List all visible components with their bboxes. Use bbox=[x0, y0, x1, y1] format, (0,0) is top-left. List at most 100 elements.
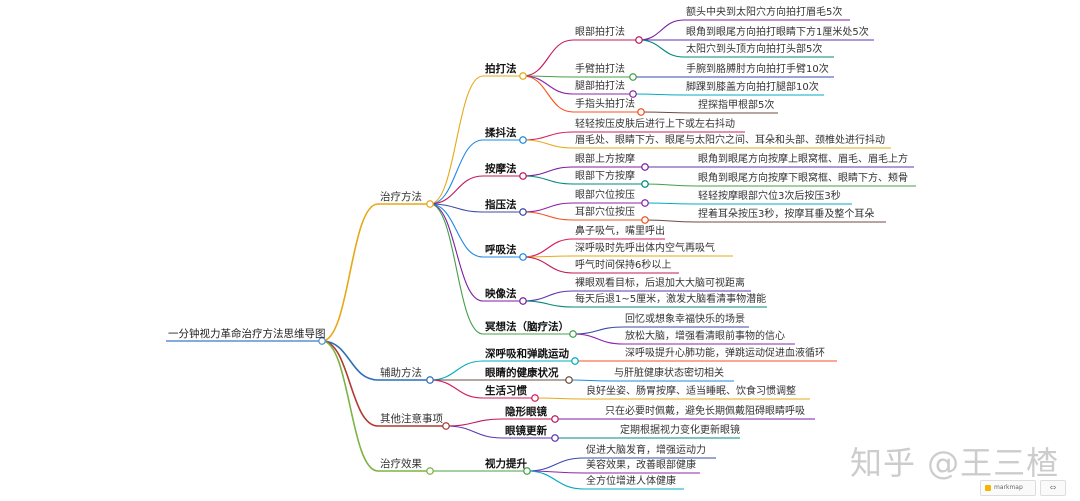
node-label: 只在必要时佩戴，避免长期佩戴阻碍眼睛呼吸 bbox=[605, 406, 805, 417]
node-toggle-circle[interactable] bbox=[519, 208, 527, 216]
branch-link bbox=[429, 379, 484, 399]
branch-link bbox=[534, 397, 585, 400]
node-toggle-circle[interactable] bbox=[442, 422, 450, 430]
node-label: 手臂拍打法 bbox=[575, 64, 625, 75]
branch-link bbox=[522, 75, 574, 113]
node-label: 耳部穴位按压 bbox=[575, 207, 635, 218]
node-label: 眼睛的健康状况 bbox=[485, 367, 559, 379]
branch-link bbox=[644, 183, 697, 187]
node-toggle-circle[interactable] bbox=[635, 36, 643, 44]
node-label: 太阳穴到头顶方向拍打头部5次 bbox=[686, 44, 823, 55]
node-label: 轻轻按压皮肤后进行上下或左右抖动 bbox=[575, 119, 735, 130]
branch-link bbox=[522, 300, 574, 308]
node-label: 眼镜更新 bbox=[505, 425, 547, 437]
branch-link bbox=[445, 425, 504, 439]
branch-link bbox=[429, 203, 484, 335]
node-label: 放松大脑，增强看清眼前事物的信心 bbox=[625, 331, 785, 342]
branch-link bbox=[321, 203, 379, 342]
branch-link bbox=[522, 131, 574, 141]
node-label: 呼吸法 bbox=[485, 244, 517, 256]
branch-link bbox=[522, 175, 574, 185]
node-toggle-circle[interactable] bbox=[426, 200, 434, 208]
node-label: 其他注意事项 bbox=[380, 413, 443, 425]
branch-link bbox=[429, 75, 484, 205]
node-label: 手指头拍打法 bbox=[575, 99, 635, 110]
node-label: 轻轻按摩眼部穴位3次后按压3秒 bbox=[698, 191, 841, 202]
node-label: 美容效果，改善眼部健康 bbox=[586, 460, 696, 471]
node-toggle-circle[interactable] bbox=[641, 216, 649, 224]
watermark: 知乎 @王三楂 bbox=[850, 444, 1060, 482]
node-label: 指压法 bbox=[485, 199, 517, 211]
node-toggle-circle[interactable] bbox=[551, 434, 559, 442]
node-label: 眼角到眼尾方向按摩下眼窝框、眼睛下方、颊骨 bbox=[698, 173, 908, 184]
node-toggle-circle[interactable] bbox=[426, 467, 434, 475]
branch-link bbox=[522, 75, 574, 95]
branch-link bbox=[522, 139, 574, 149]
branch-link bbox=[522, 238, 574, 258]
node-label: 按摩法 bbox=[485, 163, 517, 175]
node-toggle-circle[interactable] bbox=[551, 415, 559, 423]
node-label: 揉抖法 bbox=[485, 127, 517, 139]
node-label: 眼部下方按摩 bbox=[575, 171, 635, 182]
node-label: 眼部穴位按压 bbox=[575, 190, 635, 201]
node-label: 辅助方法 bbox=[380, 367, 422, 379]
node-toggle-circle[interactable] bbox=[641, 180, 649, 188]
node-label: 冥想法（脑疗法） bbox=[485, 321, 569, 333]
branch-link bbox=[429, 175, 484, 205]
node-label: 回忆或想象幸福快乐的场景 bbox=[625, 314, 745, 325]
node-toggle-circle[interactable] bbox=[523, 467, 531, 475]
node-label: 治疗方法 bbox=[380, 191, 422, 203]
node-label: 促进大脑发育，增强运动力 bbox=[586, 445, 706, 456]
node-toggle-circle[interactable] bbox=[318, 337, 326, 345]
node-label: 与肝脏健康状态密切相关 bbox=[614, 368, 724, 379]
node-label: 深呼吸时先呼出体内空气再吸气 bbox=[575, 243, 715, 254]
node-label: 裸眼观看目标，后退加大大脑可视距离 bbox=[575, 278, 745, 289]
markmap-badge[interactable]: markmap bbox=[980, 480, 1036, 496]
node-toggle-circle[interactable] bbox=[569, 330, 577, 338]
branch-link bbox=[522, 202, 574, 213]
node-label: 眼部上方按摩 bbox=[575, 154, 635, 165]
node-label: 捏着耳朵按压3秒，按摩耳垂及整个耳朵 bbox=[698, 209, 875, 220]
branch-link bbox=[644, 219, 697, 223]
node-label: 深呼吸提升心肺功能，弹跳运动促进血液循环 bbox=[625, 348, 825, 359]
branch-link bbox=[321, 340, 379, 427]
node-toggle-circle[interactable] bbox=[629, 90, 637, 98]
node-toggle-circle[interactable] bbox=[571, 357, 579, 365]
branch-link bbox=[321, 340, 379, 472]
node-toggle-circle[interactable] bbox=[637, 108, 645, 116]
node-label: 深呼吸和弹跳运动 bbox=[485, 348, 569, 360]
branch-link bbox=[522, 211, 574, 221]
branch-link bbox=[321, 340, 379, 381]
node-label: 呼气时间保持6秒以上 bbox=[575, 260, 672, 271]
node-toggle-circle[interactable] bbox=[531, 394, 539, 402]
node-toggle-circle[interactable] bbox=[519, 297, 527, 305]
node-label: 映像法 bbox=[485, 288, 517, 300]
node-toggle-circle[interactable] bbox=[641, 163, 649, 171]
node-toggle-circle[interactable] bbox=[519, 172, 527, 180]
node-toggle-circle[interactable] bbox=[426, 376, 434, 384]
branch-link bbox=[644, 202, 697, 205]
root-node-label: 一分钟视力革命治疗方法思维导图 bbox=[168, 328, 326, 340]
branch-link bbox=[522, 290, 574, 302]
branch-link bbox=[572, 326, 624, 335]
node-label: 视力提升 bbox=[485, 458, 527, 470]
branch-link bbox=[632, 93, 685, 96]
branch-link bbox=[429, 203, 484, 302]
node-label: 捏探指甲根部5次 bbox=[698, 100, 775, 111]
node-label: 生活习惯 bbox=[485, 385, 527, 397]
branch-link bbox=[638, 39, 685, 58]
fit-view-button[interactable]: ⇔ bbox=[1040, 480, 1066, 496]
node-toggle-circle[interactable] bbox=[519, 136, 527, 144]
node-toggle-circle[interactable] bbox=[519, 253, 527, 261]
branch-link bbox=[429, 360, 484, 381]
node-label: 每天后退1~5厘米，激发大脑看清事物潜能 bbox=[575, 294, 767, 305]
node-toggle-circle[interactable] bbox=[519, 72, 527, 80]
node-label: 手腕到胳膊肘方向拍打手臂10次 bbox=[686, 64, 829, 75]
node-label: 全方位增进人体健康 bbox=[586, 476, 676, 487]
node-label: 隐形眼镜 bbox=[505, 406, 547, 418]
node-toggle-circle[interactable] bbox=[565, 376, 573, 384]
node-toggle-circle[interactable] bbox=[629, 73, 637, 81]
node-toggle-circle[interactable] bbox=[641, 199, 649, 207]
